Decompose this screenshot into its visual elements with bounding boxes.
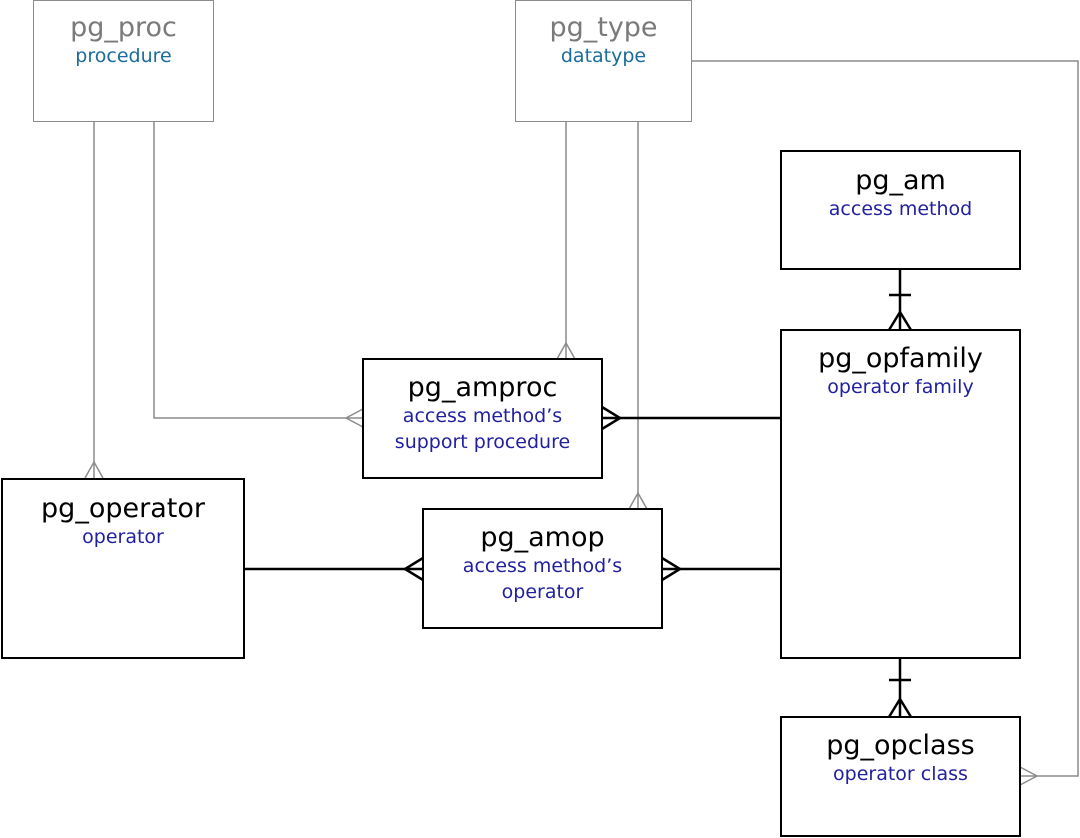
entity-pg-am: pg_am access method bbox=[780, 150, 1021, 270]
rel-operator-amop bbox=[244, 556, 424, 582]
rel-proc-amproc-line bbox=[153, 122, 363, 419]
rel-opfamily-opclass-crowfoot bbox=[887, 696, 913, 718]
entity-pg-opfamily-label: operator family bbox=[827, 376, 974, 398]
rel-proc-operator bbox=[84, 122, 104, 479]
entity-pg-proc-name: pg_proc bbox=[70, 12, 177, 43]
entity-pg-proc-label: procedure bbox=[75, 45, 172, 67]
rel-type-opclass bbox=[692, 60, 1079, 786]
entity-pg-amproc-label-line1: access method’s bbox=[402, 405, 563, 427]
entity-pg-amop-label-line2: operator bbox=[501, 581, 584, 603]
entity-pg-amproc-name: pg_amproc bbox=[407, 372, 558, 403]
entity-pg-amop-name: pg_amop bbox=[480, 522, 605, 553]
entity-pg-amproc: pg_amproc access method’s support proced… bbox=[362, 358, 603, 479]
entity-pg-amproc-label-line2: support procedure bbox=[394, 431, 571, 453]
entity-pg-type: pg_type datatype bbox=[515, 0, 692, 122]
rel-type-amop-crowfoot bbox=[628, 491, 648, 510]
rel-type-opclass-crowfoot bbox=[1019, 766, 1039, 786]
entity-pg-type-label: datatype bbox=[560, 45, 647, 67]
rel-type-amproc-crowfoot bbox=[556, 341, 576, 360]
entity-pg-operator-name: pg_operator bbox=[41, 493, 205, 524]
rel-opfamily-amproc bbox=[601, 405, 781, 431]
entity-pg-operator: pg_operator operator bbox=[1, 478, 245, 659]
entity-pg-am-name: pg_am bbox=[855, 165, 946, 196]
entity-pg-amop-label-line1: access method’s bbox=[462, 555, 623, 577]
entity-pg-opfamily-name: pg_opfamily bbox=[818, 343, 983, 374]
entity-pg-proc: pg_proc procedure bbox=[33, 0, 214, 122]
entity-pg-opclass-name: pg_opclass bbox=[826, 730, 975, 761]
entity-pg-opclass-label: operator class bbox=[833, 763, 968, 785]
rel-proc-amproc-crowfoot bbox=[344, 408, 364, 428]
rel-operator-amop-crowfoot bbox=[402, 556, 424, 582]
rel-type-opclass-line bbox=[692, 60, 1079, 777]
rel-opfamily-amop-crowfoot bbox=[661, 556, 683, 582]
entity-pg-amop: pg_amop access method’s operator bbox=[422, 508, 663, 629]
rel-am-opfamily bbox=[887, 270, 913, 331]
entity-pg-opfamily: pg_opfamily operator family bbox=[780, 329, 1021, 659]
rel-proc-amproc bbox=[153, 122, 364, 428]
rel-type-amop bbox=[628, 122, 648, 510]
entity-pg-operator-label: operator bbox=[82, 526, 164, 548]
rel-opfamily-amproc-crowfoot bbox=[601, 405, 623, 431]
entity-pg-am-label: access method bbox=[828, 198, 973, 220]
entity-pg-opclass: pg_opclass operator class bbox=[780, 716, 1021, 837]
rel-am-opfamily-crowfoot bbox=[887, 309, 913, 331]
rel-opfamily-opclass bbox=[887, 658, 913, 718]
entity-pg-type-name: pg_type bbox=[549, 12, 658, 43]
rel-type-amproc bbox=[556, 122, 576, 360]
rel-opfamily-amop bbox=[661, 556, 781, 582]
rel-proc-operator-crowfoot bbox=[84, 460, 104, 479]
